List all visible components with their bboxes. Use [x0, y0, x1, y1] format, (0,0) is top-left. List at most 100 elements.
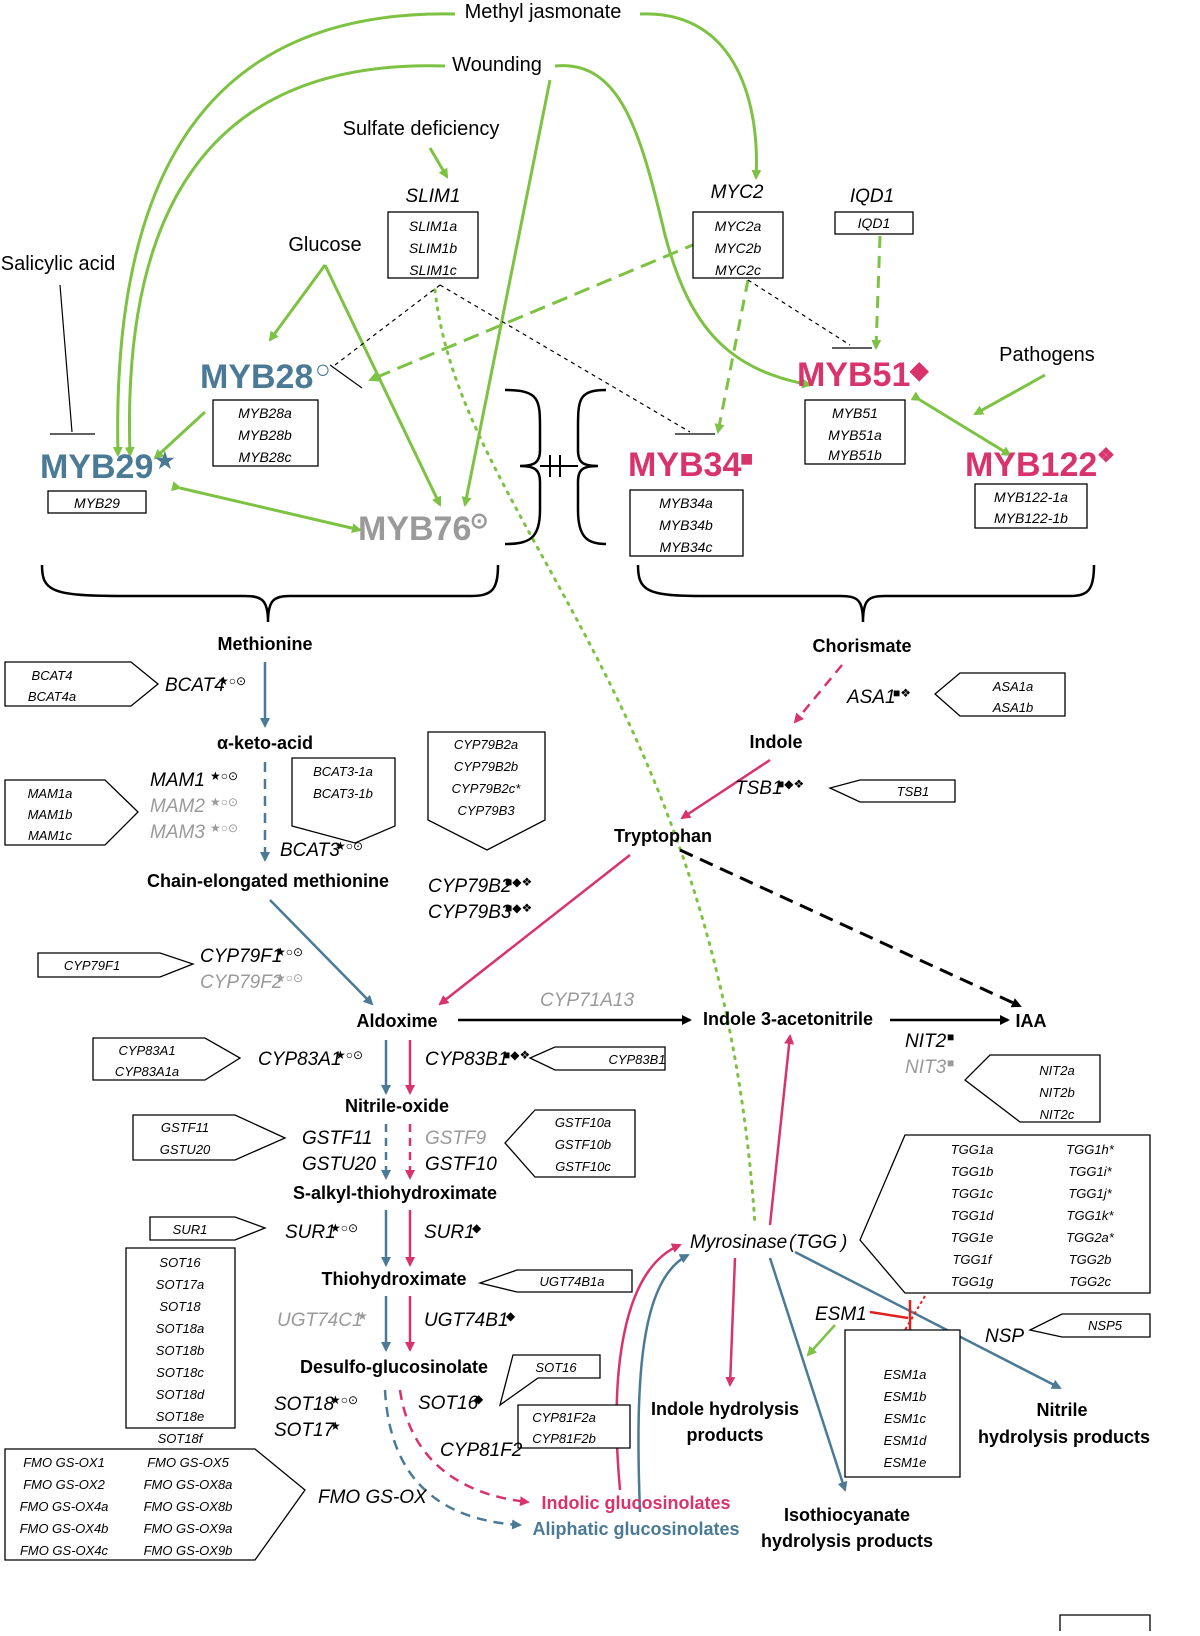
- asa1-label: ASA1: [846, 687, 896, 708]
- slim1-to-myrosinase-dotted: [433, 288, 757, 1227]
- myb29-myb76-arrow: [171, 481, 362, 534]
- myb34-mark: ■: [740, 446, 753, 471]
- gene-myb122-1b: MYB122-1b: [994, 510, 1068, 526]
- gb-tgg-right-1: TGG1i*: [1068, 1164, 1112, 1179]
- wounding-to-myb76-arrow: [461, 79, 552, 507]
- gb-esm1-1: ESM1b: [884, 1389, 927, 1404]
- gene-myb28b: MYB28b: [238, 427, 292, 443]
- nitrile-hydrolysis-label-1: Nitrile: [1036, 1400, 1087, 1420]
- cyp79f2-label: CYP79F2: [200, 972, 283, 993]
- keto-acid-label: α-keto-acid: [217, 733, 313, 753]
- indole-to-tryptophan-arrow: [680, 758, 771, 820]
- gb-bcat4-0: BCAT4: [32, 668, 73, 683]
- gb-tgg-right-5: TGG2b: [1069, 1252, 1112, 1267]
- gene-myb122-1a: MYB122-1a: [994, 489, 1068, 505]
- gb-tgg-left-6: TGG1g: [951, 1274, 994, 1289]
- gene-myc2a: MYC2a: [715, 218, 762, 234]
- gb-asa1-0: ASA1a: [992, 679, 1033, 694]
- mam2-label: MAM2: [150, 796, 205, 817]
- nitrile-oxide-label: Nitrile-oxide: [345, 1096, 449, 1116]
- sot18-label: SOT18: [274, 1394, 335, 1415]
- gb-fmo-right-0: FMO GS-OX5: [147, 1455, 229, 1470]
- ugt74b1-label: UGT74B1: [424, 1310, 508, 1331]
- gene-iqd1: IQD1: [858, 215, 891, 231]
- salicylic-inhibits-myb29: [59, 284, 73, 433]
- cyp83b1-marks: ■◆❖: [503, 1048, 530, 1062]
- gb-tgg-right-6: TGG2c: [1069, 1274, 1111, 1289]
- desulfo-label: Desulfo-glucosinolate: [300, 1357, 488, 1377]
- sot16-mark: ◆: [474, 1392, 484, 1406]
- gb-fmo-left-4: FMO GS-OX4c: [20, 1543, 109, 1558]
- methyl-jasmonate-label: Methyl jasmonate: [465, 1, 622, 23]
- gb-tgg-left-4: TGG1e: [951, 1230, 994, 1245]
- esm1-inhibit-red: [869, 1310, 909, 1320]
- methionine-label: Methionine: [218, 634, 313, 654]
- wounding-to-myb29-arrow: [124, 64, 446, 457]
- gene-myb34b: MYB34b: [659, 517, 713, 533]
- gb-cyp83b1-0: CYP83B1: [608, 1052, 665, 1067]
- sur1-left-label: SUR1: [285, 1222, 336, 1243]
- sot16-label: SOT16: [418, 1393, 479, 1414]
- myb29-name: MYB29: [40, 448, 153, 486]
- gb-sot-0: SOT16: [159, 1255, 201, 1270]
- gb-tgg-left-1: TGG1b: [951, 1164, 994, 1179]
- gb-sot-8: SOT18f: [158, 1431, 204, 1446]
- bcat3-label: BCAT3: [280, 840, 340, 861]
- s-alkyl-label: S-alkyl-thiohydroximate: [293, 1183, 497, 1203]
- mj-to-myb29-arrow: [112, 12, 456, 457]
- myrosinase-to-nitrile: [794, 1250, 1062, 1390]
- gstf10-label: GSTF10: [425, 1154, 497, 1175]
- glucose-label: Glucose: [288, 234, 361, 256]
- pathogens-label: Pathogens: [999, 344, 1095, 366]
- gb-fmo-left-1: FMO GS-OX2: [23, 1477, 105, 1492]
- gb-cyp79b-1: CYP79B2b: [454, 759, 518, 774]
- myrosinase-to-isothiocyanate: [768, 1257, 848, 1492]
- gb-tgg-right-3: TGG1k*: [1067, 1208, 1115, 1223]
- gene-myb51a: MYB51a: [828, 427, 882, 443]
- gb-cyp79b-0: CYP79B2a: [454, 737, 518, 752]
- slim1-inhibits-myb34: [439, 284, 691, 433]
- gb-gstf11-0: GSTF11: [161, 1120, 209, 1135]
- gb-sot-7: SOT18e: [156, 1409, 204, 1424]
- gb-nit2-1: NIT2b: [1039, 1085, 1074, 1100]
- ugt74c1-mark: ★: [357, 1309, 368, 1323]
- gb-gstf10-1: GSTF10b: [555, 1137, 611, 1152]
- nit3-mark: ■: [947, 1056, 954, 1070]
- gb-fmo-right-1: FMO GS-OX8a: [144, 1477, 233, 1492]
- cyp83a1-marks: ★○⊙: [335, 1048, 363, 1062]
- myb29-mark: ★: [155, 448, 175, 473]
- tgg-label: TGG: [796, 1232, 837, 1253]
- iqd1-title: IQD1: [850, 186, 894, 207]
- gb-mam-1: MAM1b: [28, 807, 73, 822]
- gb-sur1-0: SUR1: [173, 1222, 208, 1237]
- gb-tgg-right-0: TGG1h*: [1066, 1142, 1115, 1157]
- connectors: [40, 12, 1096, 1530]
- glucose-to-myb76-arrow: [323, 264, 442, 507]
- gb-esm1-4: ESM1e: [884, 1455, 927, 1470]
- gene-slim1a: SLIM1a: [409, 218, 457, 234]
- nit3-label: NIT3: [905, 1057, 947, 1078]
- gene-myb51: MYB51: [832, 405, 878, 421]
- slim1-title: SLIM1: [406, 186, 461, 207]
- sur1-left-marks: ★○⊙: [330, 1221, 358, 1235]
- salicylic-acid-label: Salicylic acid: [1, 253, 115, 275]
- gene-myb51b: MYB51b: [828, 447, 882, 463]
- tsb1-marks: ■◆❖: [777, 777, 804, 791]
- myb51-myb122-arrow: [910, 391, 1012, 457]
- sulfate-deficiency-label: Sulfate deficiency: [343, 118, 500, 140]
- gene-myc2b: MYC2b: [715, 240, 762, 256]
- mam3-label: MAM3: [150, 822, 205, 843]
- iaa-label: IAA: [1016, 1011, 1047, 1031]
- myb51-name: MYB51: [797, 356, 910, 394]
- gb-esm1-2: ESM1c: [884, 1411, 926, 1426]
- gb-sot-5: SOT18c: [156, 1365, 204, 1380]
- aldoxime-label: Aldoxime: [356, 1011, 437, 1031]
- gb-fmo-right-3: FMO GS-OX9a: [144, 1521, 233, 1536]
- gb-ugt74b1-0: UGT74B1a: [539, 1274, 604, 1289]
- cyp79f2-marks: ★○⊙: [275, 971, 303, 985]
- ugt74c1-label: UGT74C1: [277, 1310, 363, 1331]
- myrosinase-paren-close: ): [839, 1232, 847, 1253]
- myc2-to-myb34-arrow: [714, 279, 750, 434]
